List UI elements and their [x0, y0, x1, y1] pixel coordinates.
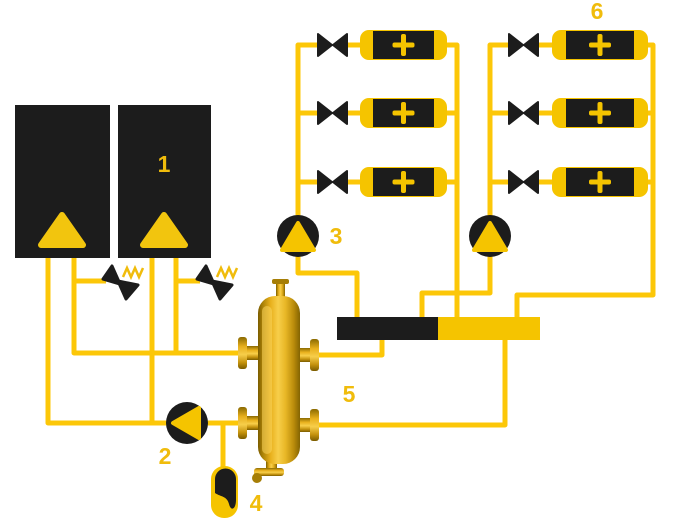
flange-plate	[238, 407, 247, 439]
shutoff-valves	[317, 33, 539, 194]
radiator	[552, 30, 648, 60]
label-radiator-circuits: 6	[591, 0, 604, 24]
check-valve-icon	[195, 264, 239, 301]
label-left-circuit-pump: 3	[330, 223, 343, 249]
label-boilers: 1	[158, 151, 171, 177]
radiator	[360, 30, 447, 60]
shutoff-valve-icon	[508, 170, 539, 194]
pipe-boiler-supply	[71, 257, 250, 356]
manifold-supply-section	[337, 317, 438, 340]
pipe-right-return-column	[514, 42, 656, 319]
shutoff-valve-icon	[317, 33, 348, 57]
pipe-separator-to-manifold-top	[318, 338, 385, 358]
air-vent-icon	[276, 281, 285, 299]
flame-icon	[140, 212, 188, 248]
pipe-separator-to-manifold-bottom	[318, 338, 508, 428]
expansion-vessel	[211, 466, 238, 518]
radiators	[360, 30, 648, 197]
boiler-right	[118, 105, 211, 258]
radiator	[552, 167, 648, 197]
manifold-return-section	[438, 317, 540, 340]
flange-plate	[310, 409, 319, 441]
shutoff-valve-icon	[508, 33, 539, 57]
hydraulic-separator	[238, 279, 319, 483]
pipe-right-group-column	[487, 42, 512, 216]
pump-icon-right-circuit	[469, 215, 511, 257]
shutoff-valve-icon	[508, 101, 539, 125]
pipe-right-pump-outlet	[419, 253, 493, 319]
pump-icon-left-circuit	[277, 215, 319, 257]
label-boiler-pump: 2	[159, 443, 172, 469]
pipe-left-return-column	[444, 42, 460, 319]
radiator	[552, 98, 648, 128]
label-expansion-vessel: 4	[250, 490, 263, 516]
radiator	[360, 167, 447, 197]
flange-plate	[238, 337, 247, 369]
pipe-pump3-outlet	[295, 253, 360, 319]
pipe-left-group-column	[295, 42, 320, 218]
flange-plate	[310, 339, 319, 371]
membrane-shape	[215, 468, 236, 509]
shutoff-valve-icon	[317, 170, 348, 194]
flame-icon	[38, 212, 86, 248]
shutoff-valve-icon	[317, 101, 348, 125]
distribution-manifold	[337, 317, 540, 340]
boiler-left	[15, 105, 110, 258]
pump-icon-boiler	[166, 402, 208, 444]
label-hydraulic-separator: 5	[343, 381, 356, 407]
radiator	[360, 98, 447, 128]
check-valve-icon	[101, 264, 145, 301]
flange-pipe	[245, 346, 261, 360]
flange-pipe	[245, 416, 261, 430]
